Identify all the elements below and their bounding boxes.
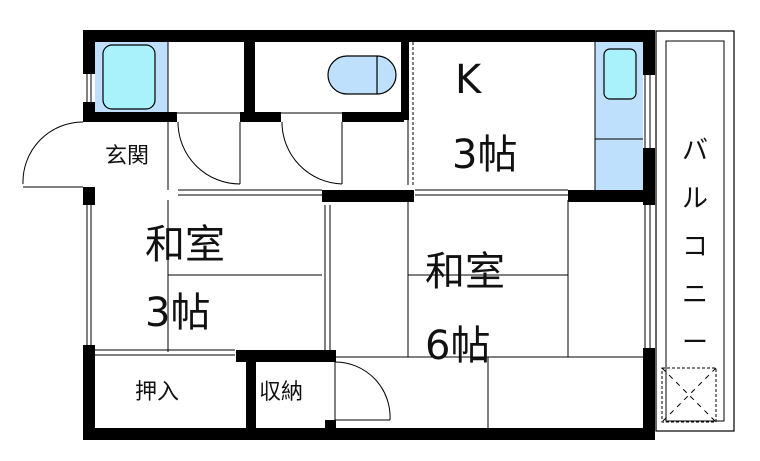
washitsu-3-name-label: 和室 (145, 222, 225, 268)
kitchen-size-label: 3帖 (452, 132, 518, 178)
door-swings (22, 121, 391, 421)
toilet-icon (327, 55, 397, 95)
washitsu-6-size-label: 6帖 (425, 323, 491, 369)
washitsu-6-name-label: 和室 (425, 249, 505, 295)
oshiire-label: 押入 (135, 380, 180, 405)
sink-icon (603, 48, 637, 100)
interior-lines (86, 42, 651, 430)
kitchen-name-label: K (455, 57, 482, 103)
shuno-label: 収納 (259, 380, 304, 405)
bathtub-icon (102, 44, 156, 110)
balcony-inner-outline (665, 40, 725, 422)
genkan-label: 玄関 (105, 144, 150, 169)
balcony-label: バ ル コ ニ ー (681, 136, 708, 358)
washitsu-3-size-label: 3帖 (145, 290, 211, 336)
walls (83, 30, 655, 440)
balcony-outer-outline (655, 30, 735, 432)
balcony-hatch-icon (661, 367, 717, 423)
